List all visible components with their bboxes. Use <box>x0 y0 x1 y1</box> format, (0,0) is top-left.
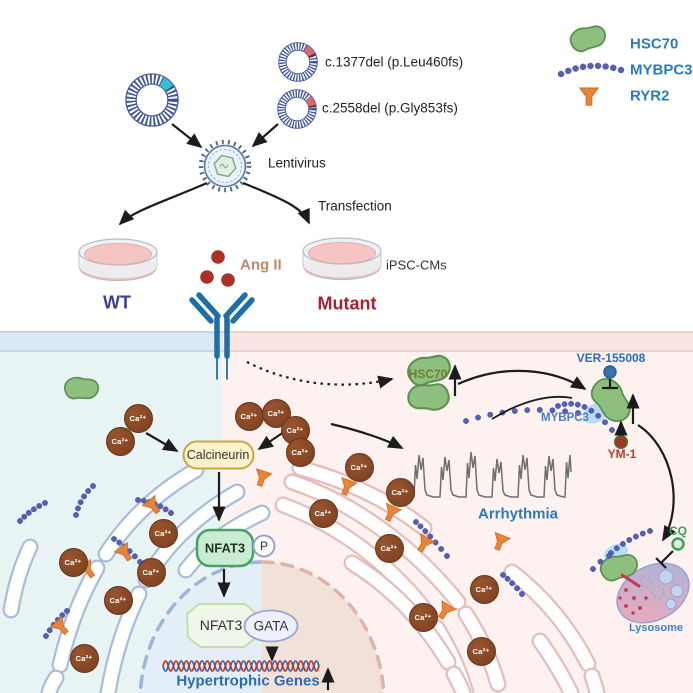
plasmid-2558-icon <box>277 89 317 129</box>
sarcoplasmic-reticulum-right <box>274 459 606 693</box>
petri-dish-wt-icon <box>78 238 158 281</box>
calcium-ion: Ca²⁺ <box>58 547 88 577</box>
lentivirus-icon <box>198 139 252 193</box>
calcium-ion: Ca²⁺ <box>136 557 166 587</box>
hsc70-mybpc3-complex-icon <box>582 372 635 429</box>
hsc70-upper-blob-icon <box>405 353 453 388</box>
calcium-ion: Ca²⁺ <box>123 403 153 433</box>
gata-ellipse <box>243 609 299 643</box>
cq-molecule-icon <box>671 537 685 551</box>
ang-ii-molecules-icon <box>200 250 235 287</box>
legend-hsc70-blob-icon <box>567 23 609 54</box>
at1-receptor-antibody-icon <box>189 292 255 380</box>
hsc70-lower-blob-icon <box>406 380 451 412</box>
lysosome-icon <box>616 562 690 624</box>
arrhythmia-trace <box>411 451 572 498</box>
plasmid-cyan-icon <box>125 73 179 127</box>
calcineurin-pill <box>182 440 255 470</box>
calcium-ion: Ca²⁺ <box>308 498 338 528</box>
plasmid-1377-icon <box>278 42 318 82</box>
calcium-ion: Ca²⁺ <box>148 518 178 548</box>
nfat3-nuclear-shape <box>185 603 260 648</box>
petri-dish-mutant-icon <box>302 237 382 280</box>
calcium-ion: Ca²⁺ <box>408 602 438 632</box>
phosphate-circle <box>252 534 276 558</box>
calcium-ion: Ca²⁺ <box>234 401 264 431</box>
cell-membrane-left <box>0 331 222 352</box>
cell-membrane-right <box>222 331 693 352</box>
ver-155008-molecule-icon <box>603 365 617 379</box>
calcium-ion: Ca²⁺ <box>105 426 135 456</box>
pathway-arrows <box>118 123 676 690</box>
dna-helix-icon <box>162 660 320 672</box>
calcium-ion: Ca²⁺ <box>103 585 133 615</box>
nfat3-pill <box>195 528 255 568</box>
ryr2-channels <box>49 87 600 636</box>
calcium-ion: Ca²⁺ <box>344 452 374 482</box>
calcium-ion: Ca²⁺ <box>469 574 499 604</box>
hsc70-free-blob-icon <box>62 375 101 403</box>
calcium-ion: Ca²⁺ <box>466 636 496 666</box>
calcium-ion: Ca²⁺ <box>285 437 315 467</box>
ym1-molecule-icon <box>614 435 628 449</box>
calcium-ion: Ca²⁺ <box>385 477 415 507</box>
calcium-ion: Ca²⁺ <box>374 533 404 563</box>
calcium-ion: Ca²⁺ <box>69 643 99 673</box>
